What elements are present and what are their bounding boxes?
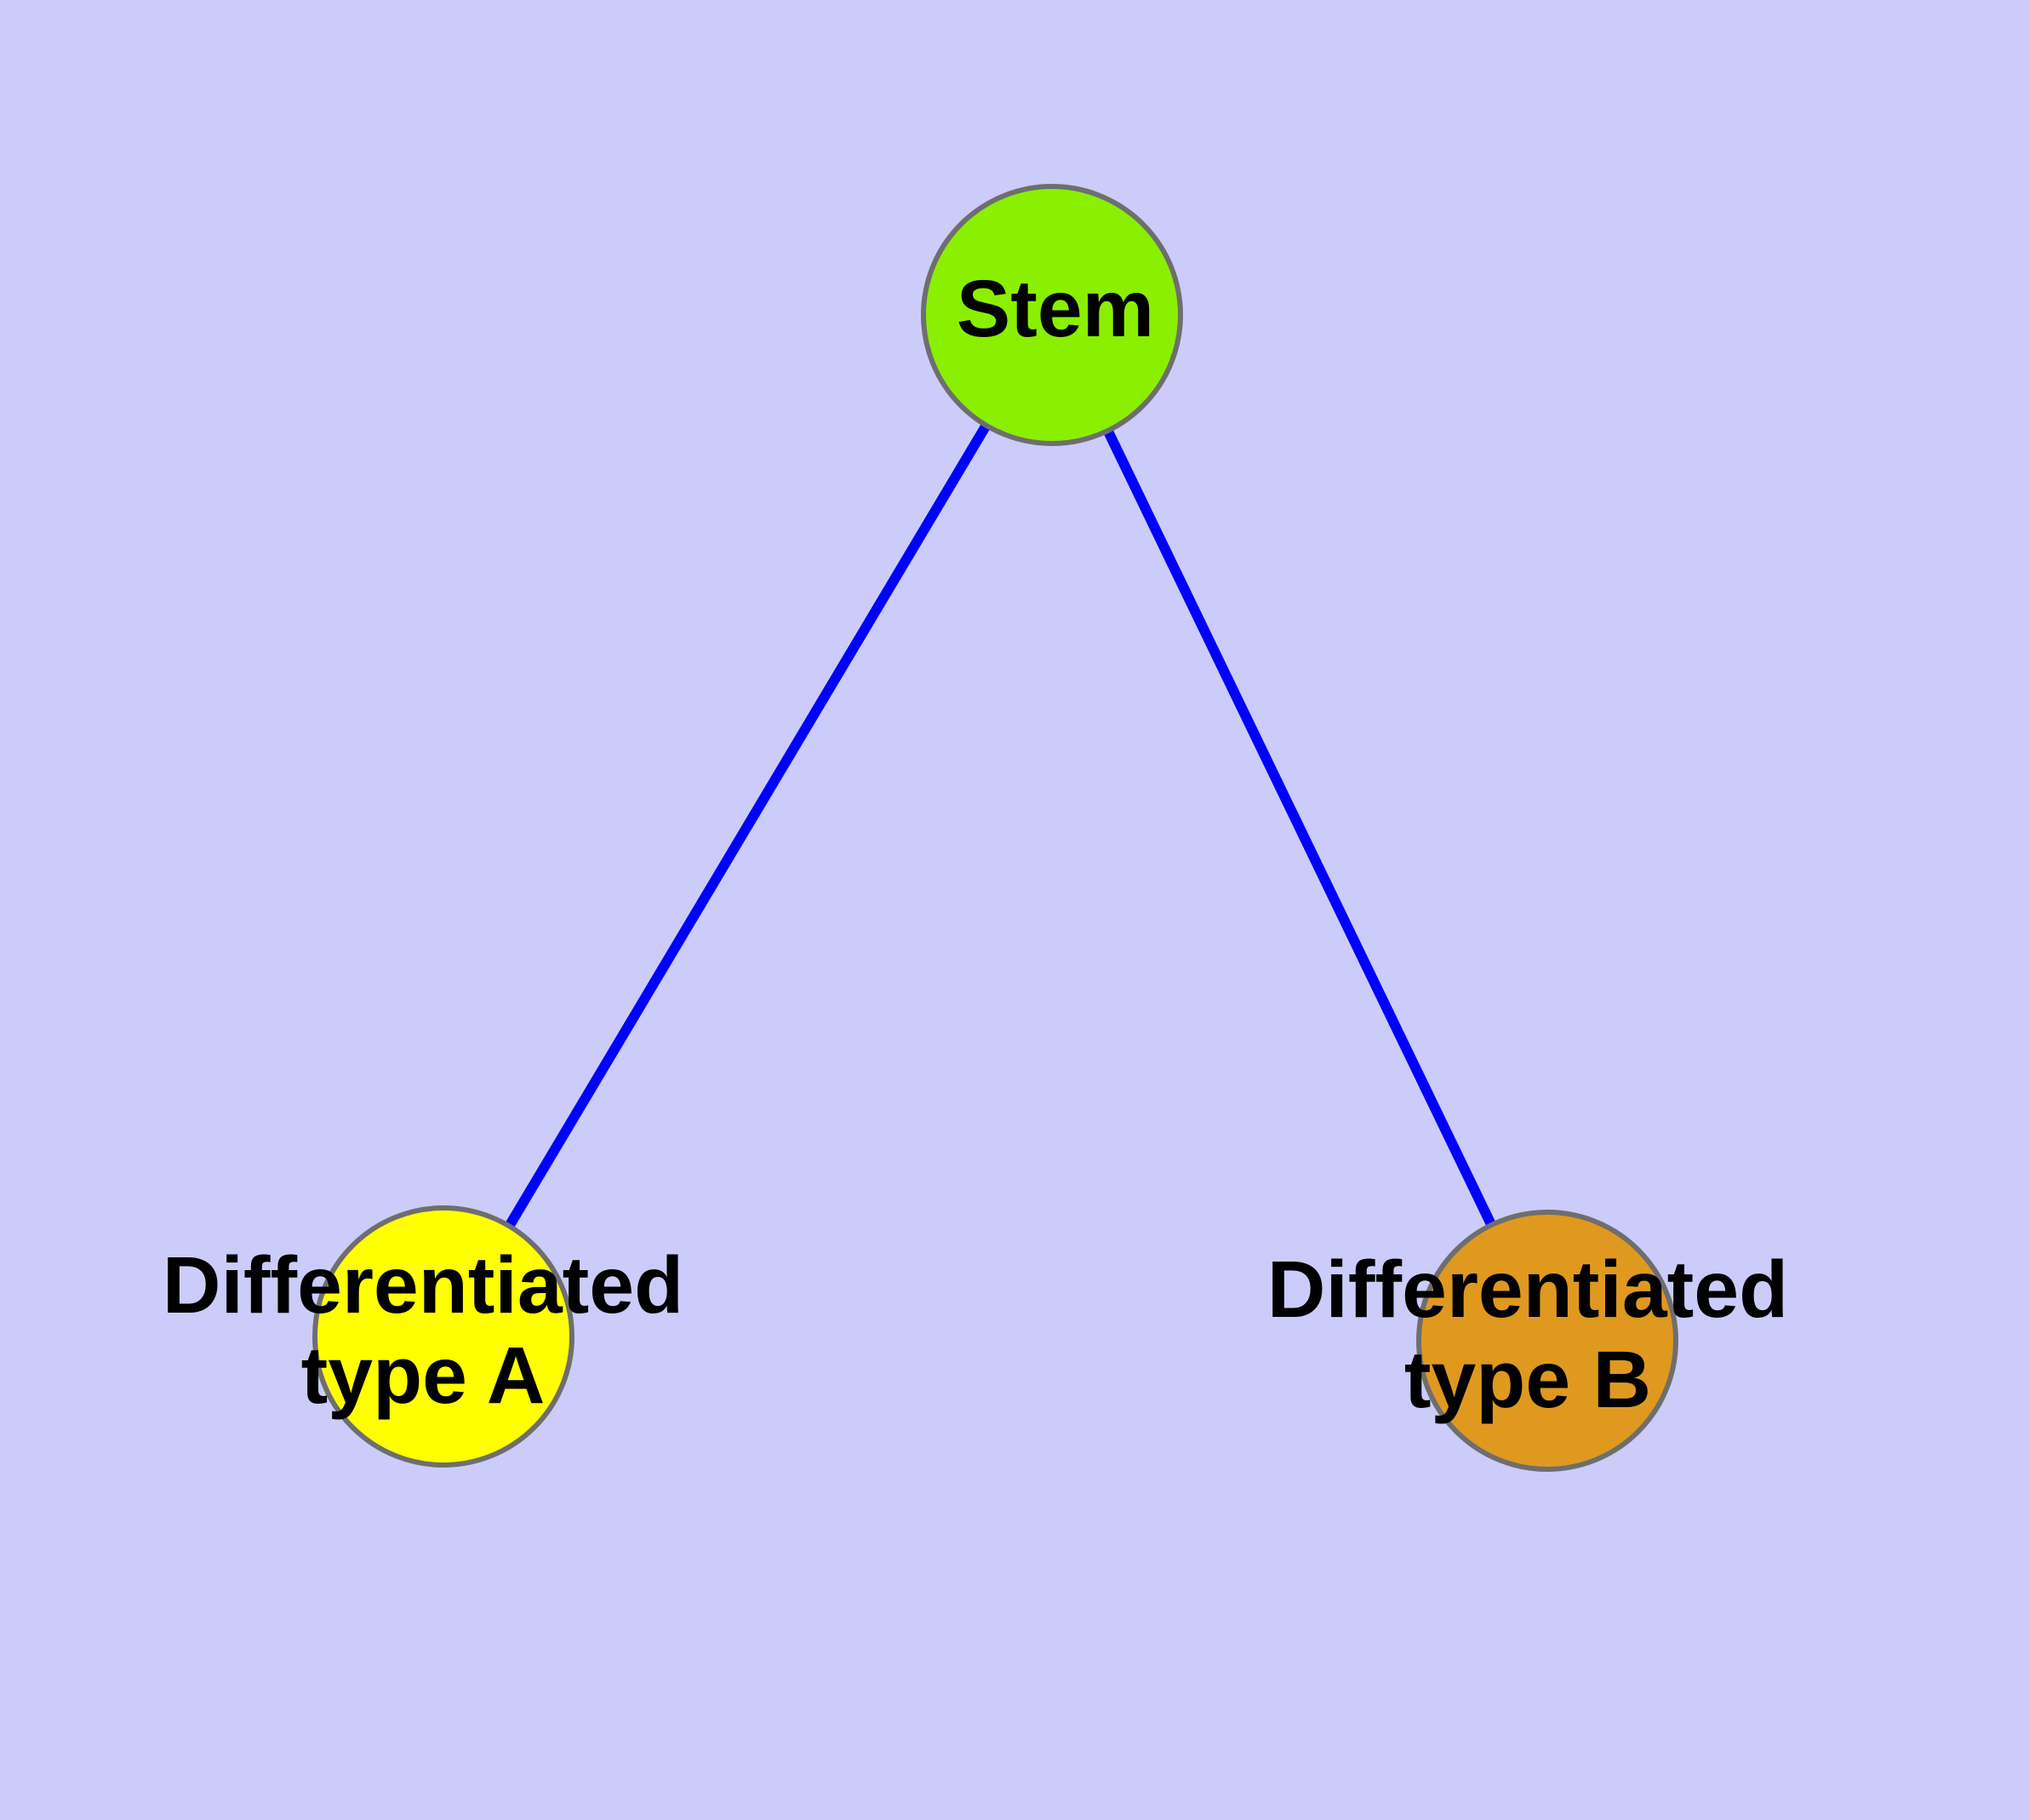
node-label-line: Differentiated: [1267, 1245, 1788, 1335]
node-circle-diff_a[interactable]: [312, 1205, 574, 1468]
node-label-line: type B: [1404, 1335, 1651, 1425]
graph-edge-stem-diff_a[interactable]: [438, 312, 1057, 1340]
edges-layer: [438, 312, 1552, 1343]
node-circle-diff_b[interactable]: [1416, 1210, 1678, 1472]
node-circle-stem[interactable]: [921, 184, 1183, 446]
graph-node-diff_a[interactable]: [312, 1205, 574, 1468]
node-label-line: Stem: [957, 264, 1154, 354]
node-label-line: Differentiated: [163, 1240, 683, 1331]
graph-node-diff_b[interactable]: [1416, 1210, 1678, 1472]
node-label-stem: Stem: [957, 264, 1154, 354]
node-label-line: type A: [301, 1331, 546, 1421]
graph-node-stem[interactable]: [921, 184, 1183, 446]
graph-edge-stem-diff_b[interactable]: [1047, 312, 1552, 1343]
